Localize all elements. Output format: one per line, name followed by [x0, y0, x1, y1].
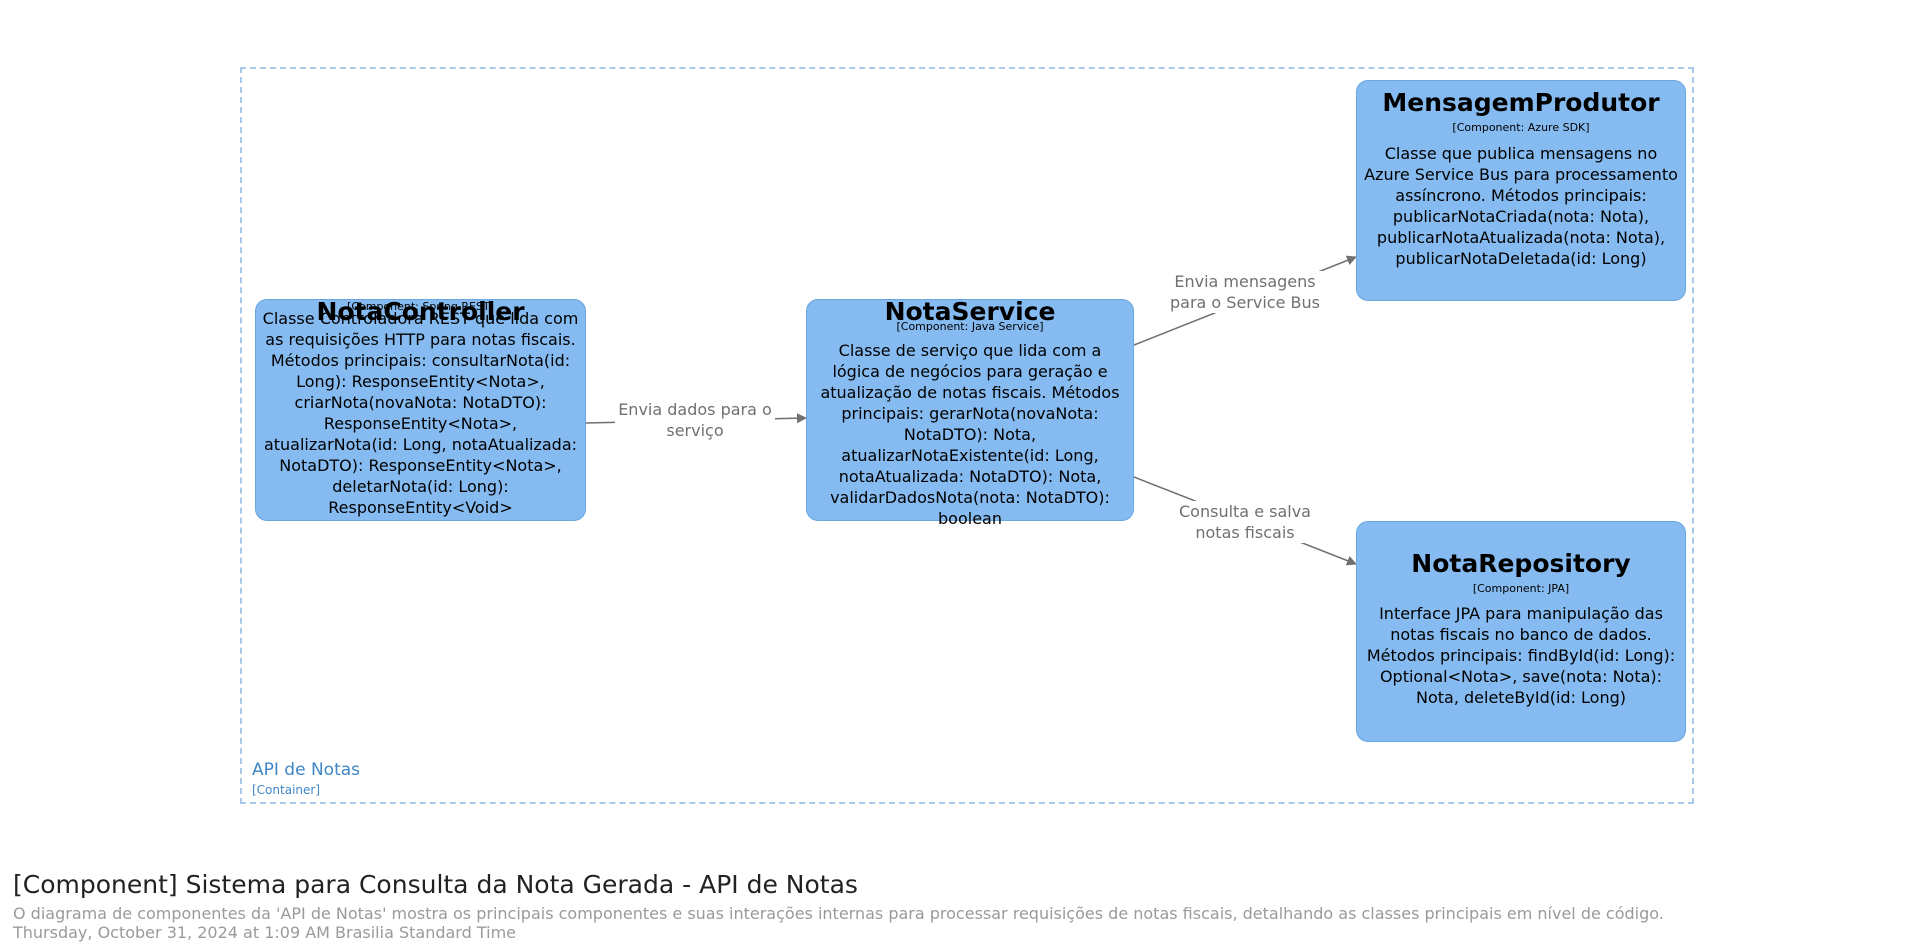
component-technology: [Component: JPA] [1472, 582, 1570, 595]
component-nota-controller[interactable]: [Component: Spring REST] NotaController … [255, 297, 586, 521]
component-description: Classe Controladora REST que lida com as… [262, 309, 579, 517]
rel-label-service-to-repository: Consulta e salva notas fiscais [1165, 501, 1325, 543]
component-nota-service[interactable]: NotaService [Component: Java Service] Cl… [806, 297, 1134, 528]
component-technology: [Component: Azure SDK] [1452, 121, 1590, 134]
component-mensagem-produtor[interactable]: MensagemProdutor [Component: Azure SDK] … [1356, 80, 1686, 301]
component-description: Interface JPA para manipulação das notas… [1366, 604, 1676, 707]
component-description: Classe de serviço que lida com a lógica … [820, 341, 1120, 528]
container-name: API de Notas [252, 760, 361, 780]
component-name: NotaController [316, 297, 525, 326]
diagram-title: [Component] Sistema para Consulta da Not… [13, 870, 858, 899]
diagram-description: O diagrama de componentes da 'API de Not… [13, 904, 1664, 923]
container-technology: [Container] [252, 783, 321, 797]
rel-label-service-to-produtor: Envia mensagens para o Service Bus [1165, 271, 1325, 313]
diagram-timestamp: Thursday, October 31, 2024 at 1:09 AM Br… [13, 923, 516, 942]
component-technology: [Component: Spring REST] [347, 300, 494, 313]
component-name: MensagemProdutor [1382, 88, 1660, 117]
container-boundary [240, 67, 1694, 804]
component-name: NotaService [884, 297, 1056, 326]
component-nota-repository[interactable]: NotaRepository [Component: JPA] Interfac… [1356, 521, 1686, 742]
component-technology: [Component: Java Service] [896, 320, 1044, 333]
rel-label-controller-to-service: Envia dados para o serviço [615, 399, 775, 441]
component-name: NotaRepository [1411, 549, 1631, 578]
component-description: Classe que publica mensagens no Azure Se… [1364, 144, 1678, 268]
